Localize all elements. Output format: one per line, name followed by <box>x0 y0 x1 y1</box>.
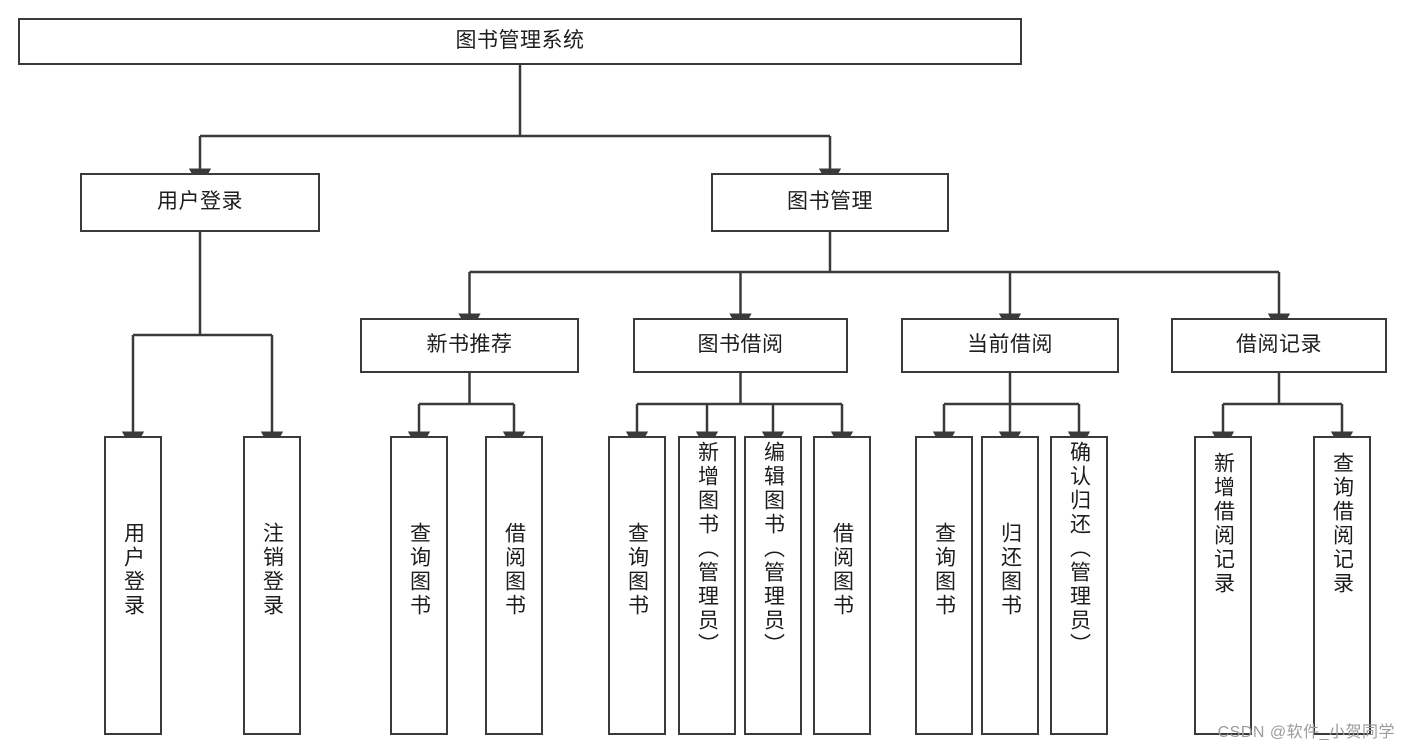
node-leaf-user-login[interactable]: 用户登录 <box>104 436 162 735</box>
node-leaf-query-book-3[interactable]: 查询图书 <box>915 436 973 735</box>
node-label-book-borrow: 图书借阅 <box>697 333 784 357</box>
node-label-leaf-return-book: 归还图书 <box>998 522 1022 618</box>
node-label-leaf-query-book-3: 查询图书 <box>932 522 956 618</box>
node-label-leaf-confirm-return: 确认归还（管理员） <box>1067 441 1091 657</box>
node-label-leaf-add-book: 新增图书（管理员） <box>695 441 719 657</box>
node-user-login[interactable]: 用户登录 <box>80 173 320 232</box>
node-label-book-manage: 图书管理 <box>787 190 873 214</box>
node-leaf-query-record[interactable]: 查询借阅记录 <box>1313 436 1371 735</box>
node-label-new-book-rec: 新书推荐 <box>426 333 513 357</box>
node-label-leaf-query-record: 查询借阅记录 <box>1330 452 1354 596</box>
node-label-current-loan: 当前借阅 <box>967 333 1053 357</box>
node-root[interactable]: 图书管理系统 <box>18 18 1022 65</box>
node-loan-record[interactable]: 借阅记录 <box>1171 318 1387 373</box>
node-book-manage[interactable]: 图书管理 <box>711 173 949 232</box>
node-label-leaf-user-login: 用户登录 <box>121 522 145 618</box>
node-leaf-add-book[interactable]: 新增图书（管理员） <box>678 436 736 735</box>
node-label-leaf-user-logout: 注销登录 <box>260 522 284 618</box>
node-leaf-borrow-book-1[interactable]: 借阅图书 <box>485 436 543 735</box>
node-label-user-login: 用户登录 <box>157 190 243 214</box>
node-leaf-confirm-return[interactable]: 确认归还（管理员） <box>1050 436 1108 735</box>
node-leaf-user-logout[interactable]: 注销登录 <box>243 436 301 735</box>
node-label-leaf-add-record: 新增借阅记录 <box>1211 452 1235 596</box>
node-label-leaf-query-book-2: 查询图书 <box>625 522 649 618</box>
node-label-root: 图书管理系统 <box>455 29 585 53</box>
node-leaf-edit-book[interactable]: 编辑图书（管理员） <box>744 436 802 735</box>
node-leaf-return-book[interactable]: 归还图书 <box>981 436 1039 735</box>
node-leaf-add-record[interactable]: 新增借阅记录 <box>1194 436 1252 735</box>
node-label-leaf-query-book-1: 查询图书 <box>407 522 431 618</box>
node-new-book-rec[interactable]: 新书推荐 <box>360 318 579 373</box>
node-book-borrow[interactable]: 图书借阅 <box>633 318 848 373</box>
node-label-leaf-borrow-book-2: 借阅图书 <box>830 522 854 618</box>
node-leaf-query-book-2[interactable]: 查询图书 <box>608 436 666 735</box>
node-label-leaf-borrow-book-1: 借阅图书 <box>502 522 526 618</box>
node-current-loan[interactable]: 当前借阅 <box>901 318 1119 373</box>
node-leaf-query-book-1[interactable]: 查询图书 <box>390 436 448 735</box>
node-label-leaf-edit-book: 编辑图书（管理员） <box>761 441 785 657</box>
watermark-label: CSDN @软件_小贺同学 <box>1217 724 1395 741</box>
node-leaf-borrow-book-2[interactable]: 借阅图书 <box>813 436 871 735</box>
node-label-loan-record: 借阅记录 <box>1236 333 1322 357</box>
